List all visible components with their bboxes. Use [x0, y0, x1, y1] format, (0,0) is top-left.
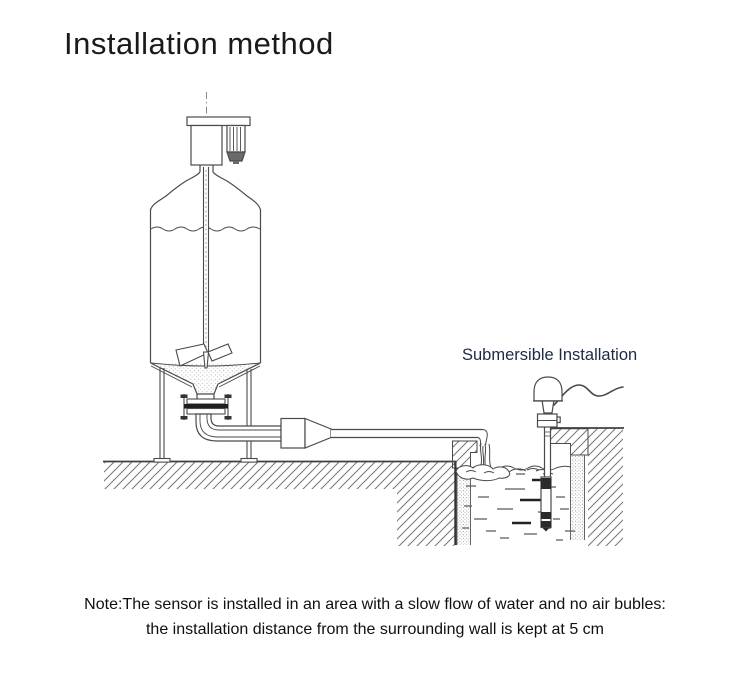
pit-left-wall	[452, 440, 478, 545]
page-title: Installation method	[64, 26, 334, 61]
agitator-motor	[186, 92, 251, 166]
tank-legs	[153, 368, 258, 463]
inline-fitting	[280, 417, 332, 449]
note-text: Note:The sensor is installed in an area …	[0, 592, 750, 642]
waterfall	[455, 442, 527, 482]
drain-pipe	[195, 413, 488, 449]
submersible-installation-label: Submersible Installation	[462, 346, 638, 364]
sensor-cable	[553, 384, 624, 406]
pit-water-dashes	[462, 473, 575, 541]
note-line-2: the installation distance from the surro…	[145, 621, 604, 638]
submersible-sensor	[533, 376, 624, 532]
ground-left	[103, 460, 457, 546]
agitator	[175, 167, 233, 369]
note-line-1: Note:The sensor is installed in an area …	[84, 596, 666, 613]
sensor-probe	[540, 476, 552, 532]
mixing-tank	[149, 165, 262, 399]
pit-right-wall	[548, 427, 624, 546]
